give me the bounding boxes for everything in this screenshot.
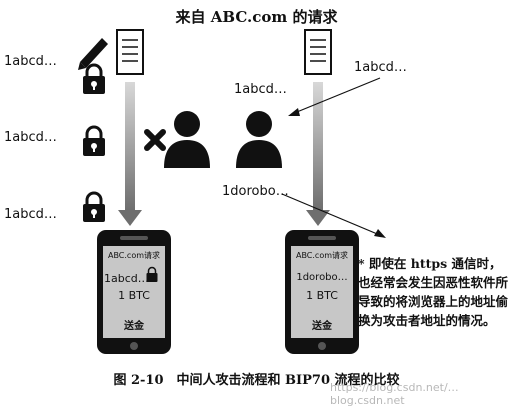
- watermark: https://blog.csdn.net/…blog.csdn.net: [330, 381, 459, 407]
- middle-address-label: 1abcd…: [234, 82, 287, 97]
- replace-arrow: [281, 193, 386, 238]
- x-icon: [144, 129, 166, 151]
- lock-icon: [146, 266, 158, 282]
- attacker-address-label: 1dorobo…: [222, 184, 289, 199]
- left-phone-amount: 1 BTC: [118, 289, 150, 302]
- lock-icon: [83, 63, 105, 94]
- document-icon: [116, 29, 144, 75]
- smartphone-icon: [97, 230, 171, 354]
- figure-title: 来自 ABC.com 的请求: [175, 8, 338, 26]
- right-phone-address: 1dorobo…: [296, 272, 348, 283]
- left-phone-send-button: 送金: [124, 321, 144, 332]
- side-note: * 即使在 https 通信时，也经常会发生因恶性软件所导致的将浏览器上的地址偷…: [358, 256, 509, 328]
- left-address-label-2: 1abcd…: [4, 130, 57, 145]
- left-address-label-3: 1abcd…: [4, 207, 57, 222]
- left-phone-address: 1abcd…: [104, 272, 149, 285]
- pencil-icon: [78, 38, 108, 70]
- figure-caption: 图 2-10 中间人攻击流程和 BIP70 流程的比较: [113, 373, 400, 388]
- lock-icon: [83, 191, 105, 222]
- right-flow-arrow: [306, 82, 330, 226]
- right-phone-amount: 1 BTC: [306, 289, 338, 302]
- lock-icon: [83, 125, 105, 156]
- left-address-label-1: 1abcd…: [4, 54, 57, 69]
- left-flow-arrow: [118, 82, 142, 226]
- left-phone-site: ABC.com请求: [107, 251, 161, 260]
- document-icon: [304, 29, 332, 75]
- right-address-label: 1abcd…: [354, 60, 407, 75]
- intercept-arrow: [288, 77, 381, 116]
- person-icon: [236, 111, 282, 168]
- person-icon: [164, 111, 210, 168]
- smartphone-icon: [285, 230, 359, 354]
- right-phone-site: ABC.com请求: [295, 251, 349, 260]
- right-phone-send-button: 送金: [312, 321, 332, 332]
